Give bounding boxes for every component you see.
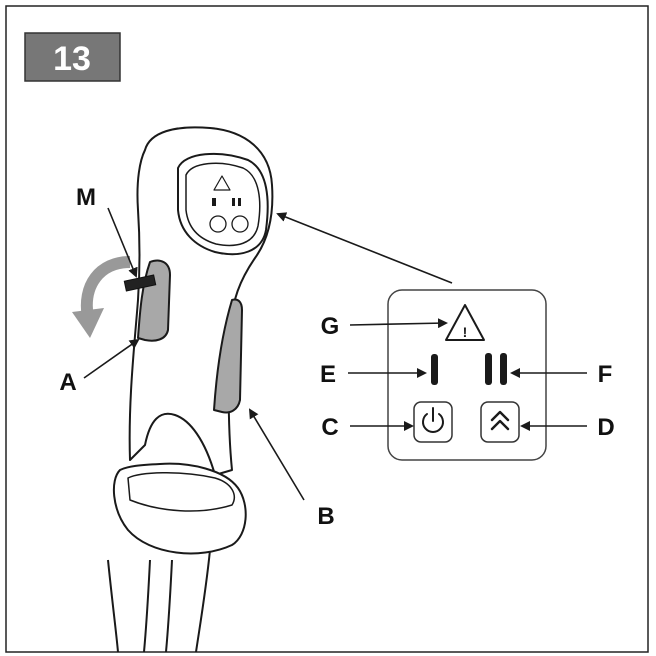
figure-number: 13 [53,40,91,78]
control-panel-detail: ! [387,289,547,461]
label-b: B [317,503,334,530]
double-bar-indicator-icon [485,353,507,385]
label-g: G [321,313,340,340]
label-d: D [597,414,614,441]
arrow-a [83,338,140,379]
warning-triangle-icon: ! [445,304,485,341]
trimmer-handle [107,126,274,653]
power-icon [422,407,444,433]
label-e: E [320,361,336,388]
power-button[interactable] [413,401,453,443]
label-a: A [59,369,76,396]
arrow-m [107,207,138,278]
single-bar-indicator-icon [431,354,438,385]
label-c: C [321,414,338,441]
boost-button[interactable] [480,401,520,443]
rotation-arrow [72,256,131,338]
arrow-g [349,318,448,329]
label-m: M [76,184,96,211]
latch-m [123,274,157,292]
leader-arrows [83,207,587,501]
warning-symbol: ! [463,324,468,340]
label-f: F [598,361,613,388]
figure-number-badge: 13 [24,32,121,82]
arrow-panel-to-handle [276,212,453,284]
arrow-b [248,408,305,501]
boost-chevron-icon [490,410,510,431]
